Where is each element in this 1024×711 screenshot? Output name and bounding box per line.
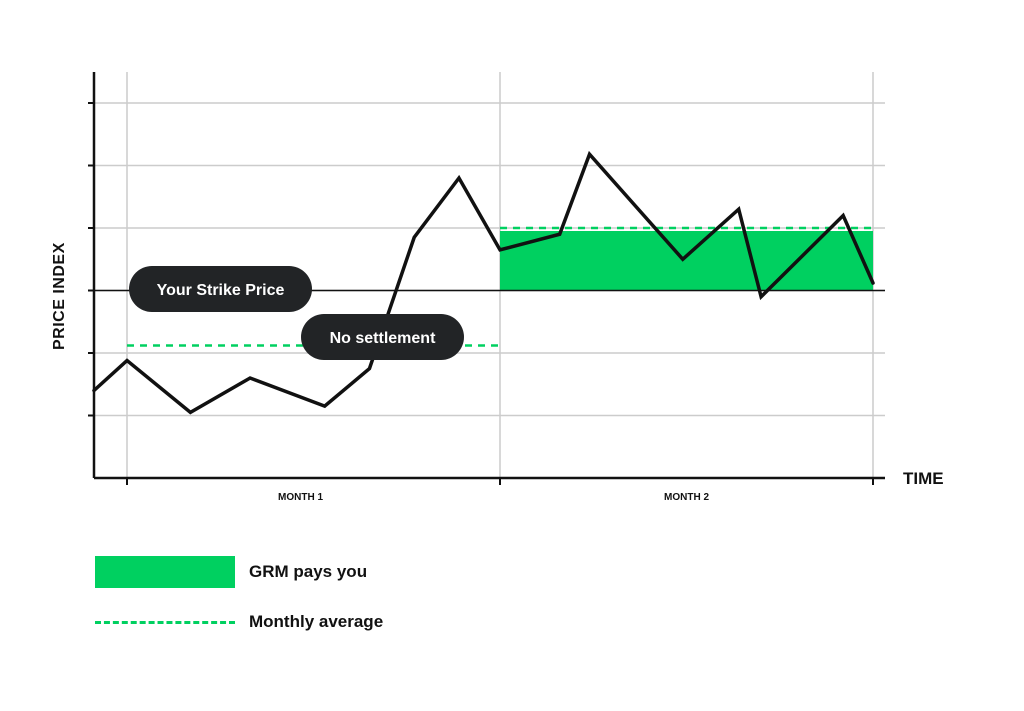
- payment-band: [500, 231, 873, 291]
- strike-price-annotation: Your Strike Price: [129, 266, 312, 312]
- chart: Your Strike Price No settlement PRICE IND…: [51, 72, 944, 503]
- no-settlement-annotation: No settlement: [301, 314, 464, 360]
- annotation-text: No settlement: [330, 330, 436, 347]
- x-axis-label: TIME: [903, 469, 944, 488]
- legend-item-grm-pays: GRM pays you: [95, 556, 383, 588]
- legend-swatch-dashed: [95, 620, 235, 624]
- payment-band-layer: [500, 231, 873, 291]
- legend-item-monthly-average: Monthly average: [95, 606, 383, 638]
- x-category-label: MONTH 2: [664, 492, 709, 503]
- x-category-label: MONTH 1: [278, 492, 323, 503]
- legend-swatch-fill: [95, 556, 235, 588]
- axes: [88, 72, 885, 485]
- annotation-text: Your Strike Price: [157, 282, 285, 299]
- annotation-pill-background: [129, 266, 312, 312]
- legend-label: Monthly average: [249, 612, 384, 631]
- legend-label: GRM pays you: [249, 562, 368, 581]
- annotation-layer: Your Strike Price No settlement: [129, 266, 464, 360]
- price-series-line: [92, 150, 875, 415]
- y-axis-label: PRICE INDEX: [51, 242, 68, 350]
- annotation-pill-background: [301, 314, 464, 360]
- legend: GRM pays you Monthly average: [95, 556, 383, 656]
